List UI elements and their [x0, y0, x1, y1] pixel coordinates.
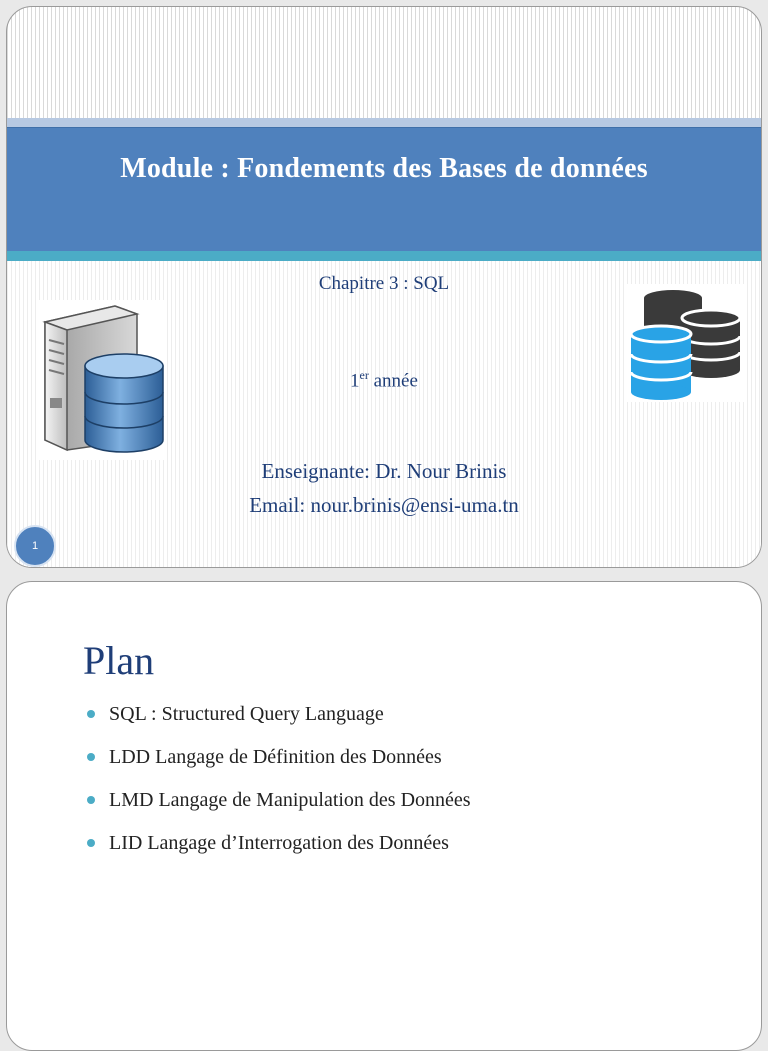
- year-word: année: [368, 370, 418, 392]
- bullet-dot-icon: [87, 710, 95, 718]
- bullet-text: LMD Langage de Manipulation des Données: [109, 789, 471, 811]
- plan-title: Plan: [83, 638, 155, 683]
- year-number: 1: [350, 370, 360, 392]
- bullet-dot-icon: [87, 753, 95, 761]
- list-item: SQL : Structured Query Language: [87, 702, 471, 745]
- database-stack-icon: [627, 284, 745, 402]
- bullet-dot-icon: [87, 796, 95, 804]
- year-label: 1er année: [7, 368, 761, 392]
- title-bottom-strip: [7, 251, 761, 261]
- slide-title: Module : Fondements des Bases de données: [6, 6, 762, 568]
- module-title: Module : Fondements des Bases de données: [120, 153, 648, 184]
- plan-bullet-list: SQL : Structured Query Language LDD Lang…: [87, 702, 471, 874]
- email-label: Email: nour.brinis@ensi-uma.tn: [249, 493, 519, 517]
- list-item: LDD Langage de Définition des Données: [87, 745, 471, 788]
- title-band: [7, 127, 761, 252]
- slide-plan: Plan SQL : Structured Query Language LDD…: [6, 581, 762, 1051]
- teacher-label: Enseignante: Dr. Nour Brinis: [261, 459, 507, 483]
- bullet-text: LID Langage d’Interrogation des Données: [109, 832, 449, 854]
- list-item: LMD Langage de Manipulation des Données: [87, 788, 471, 831]
- bullet-text: SQL : Structured Query Language: [109, 703, 384, 725]
- chapter-label: Chapitre 3 : SQL: [318, 273, 450, 294]
- bullet-text: LDD Langage de Définition des Données: [109, 746, 442, 768]
- year-superscript: er: [359, 368, 369, 382]
- server-database-icon: [37, 300, 167, 460]
- title-top-strip: [7, 118, 761, 127]
- list-item: LID Langage d’Interrogation des Données: [87, 831, 471, 874]
- slide-number-badge: 1: [14, 525, 56, 567]
- bullet-dot-icon: [87, 839, 95, 847]
